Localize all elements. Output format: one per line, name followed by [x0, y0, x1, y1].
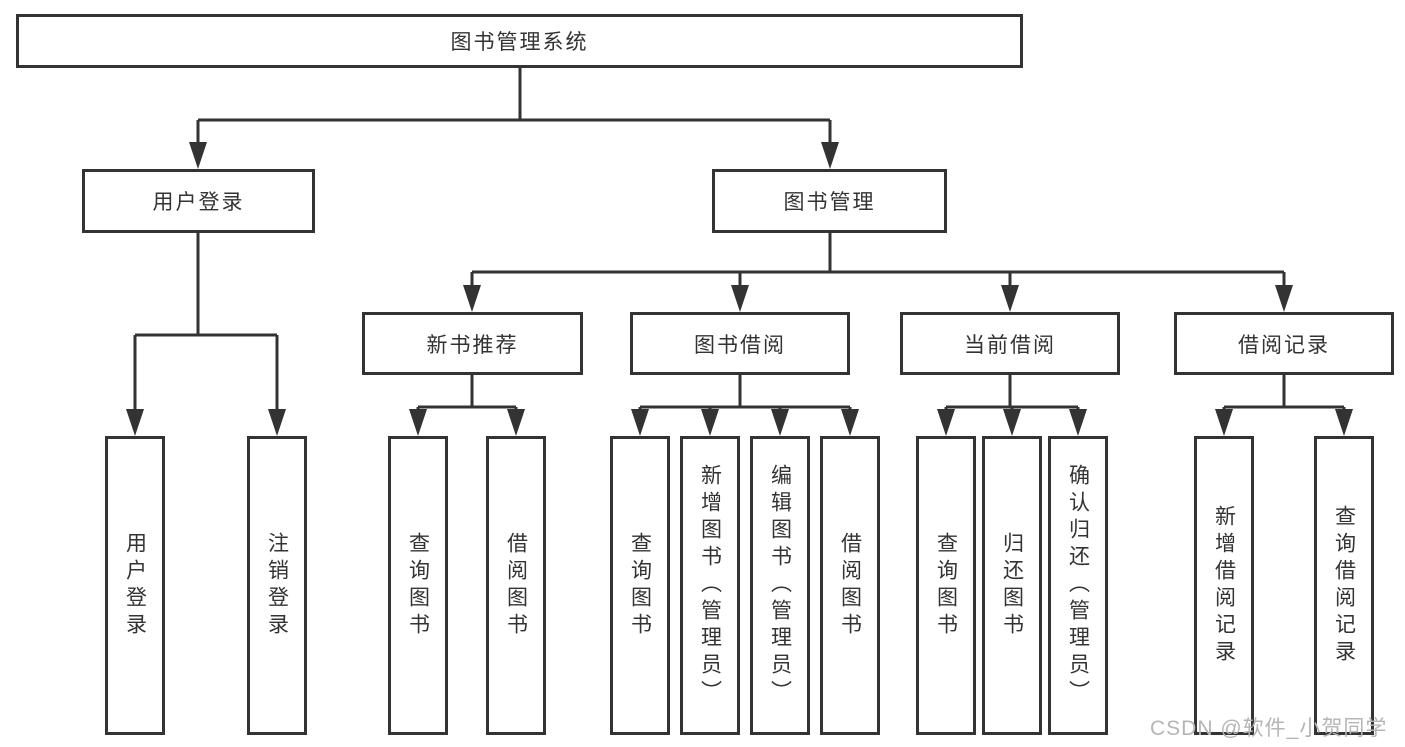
- leaf-logout: 注销登录: [247, 436, 307, 735]
- node-user-login: 用户登录: [82, 169, 315, 233]
- leaf-label: 借阅图书: [838, 531, 862, 640]
- leaf-label: 查询图书: [628, 531, 652, 640]
- leaf-label: 查询借阅记录: [1332, 504, 1356, 667]
- node-current-borrowing: 当前借阅: [900, 312, 1120, 375]
- node-library-management-system: 图书管理系统: [16, 14, 1023, 68]
- leaf-user-login: 用户登录: [105, 436, 165, 735]
- node-book-management: 图书管理: [712, 169, 947, 233]
- leaf-bb-add-books: 新增图书（管理员）: [680, 436, 740, 735]
- leaf-label: 查询图书: [406, 531, 430, 640]
- leaf-label: 注销登录: [265, 531, 289, 640]
- leaf-label: 归还图书: [1000, 531, 1024, 640]
- node-borrowing-records: 借阅记录: [1174, 312, 1394, 375]
- leaf-label: 确认归还（管理员）: [1066, 464, 1090, 707]
- leaf-label: 用户登录: [123, 531, 147, 640]
- watermark: CSDN @软件_小贺同学: [1150, 717, 1388, 740]
- node-new-book-recommend: 新书推荐: [362, 312, 583, 375]
- leaf-rec-borrow-books: 借阅图书: [486, 436, 546, 735]
- leaf-bb-query-books: 查询图书: [610, 436, 670, 735]
- node-book-borrowing: 图书借阅: [630, 312, 850, 375]
- leaf-label: 新增图书（管理员）: [698, 464, 722, 707]
- leaf-label: 查询图书: [934, 531, 958, 640]
- leaf-label: 新增借阅记录: [1212, 504, 1236, 667]
- leaf-cb-query-books: 查询图书: [916, 436, 976, 735]
- leaf-label: 编辑图书（管理员）: [768, 464, 792, 707]
- leaf-rec-query-books: 查询图书: [388, 436, 448, 735]
- leaf-cb-return-books: 归还图书: [982, 436, 1042, 735]
- leaf-bb-edit-books: 编辑图书（管理员）: [750, 436, 810, 735]
- leaf-br-add-record: 新增借阅记录: [1194, 436, 1254, 735]
- leaf-br-query-record: 查询借阅记录: [1314, 436, 1374, 735]
- leaf-cb-confirm-return: 确认归还（管理员）: [1048, 436, 1108, 735]
- leaf-bb-borrow-books: 借阅图书: [820, 436, 880, 735]
- leaf-label: 借阅图书: [504, 531, 528, 640]
